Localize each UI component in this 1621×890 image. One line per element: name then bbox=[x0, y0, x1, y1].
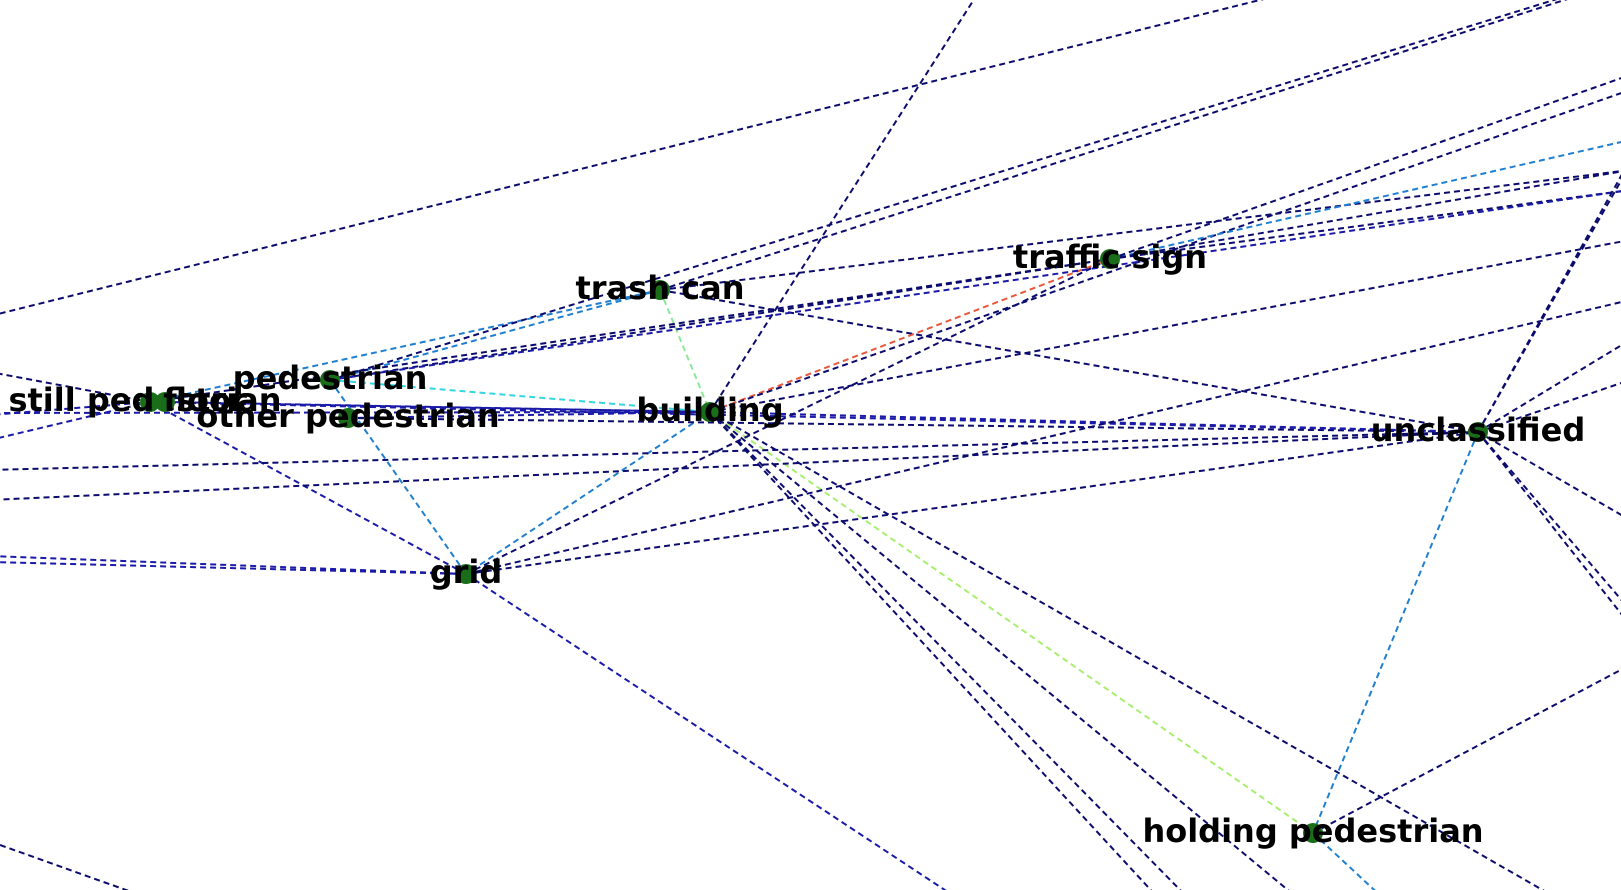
edge-grid-unclassified bbox=[465, 431, 1479, 575]
node-label: other pedestrian bbox=[196, 397, 499, 435]
node-label: unclassified bbox=[1371, 411, 1585, 449]
node-label: holding pedestrian bbox=[1142, 812, 1483, 850]
edge-still-pedestrian-offscreen bbox=[0, 372, 151, 403]
node-traffic-sign[interactable]: traffic sign bbox=[1013, 238, 1207, 276]
node-marker bbox=[320, 370, 340, 390]
node-label: floor bbox=[163, 381, 247, 419]
edge-building-offscreen bbox=[709, 411, 1182, 890]
edge-unclassified-offscreen bbox=[0, 431, 1479, 501]
node-marker bbox=[155, 392, 175, 412]
edge-building-offscreen bbox=[709, 240, 1621, 413]
edge-pedestrian-offscreen bbox=[329, 0, 1558, 381]
edge-other-pedestrian-unclassified bbox=[347, 417, 1479, 433]
edge-trash-can-offscreen bbox=[659, 170, 1621, 291]
node-marker bbox=[1468, 422, 1488, 442]
node-label: pedestrian bbox=[233, 359, 428, 397]
edge-offscreen bbox=[1477, 174, 1621, 433]
node-marker bbox=[1303, 823, 1323, 843]
node-marker bbox=[140, 392, 160, 412]
edge-still-pedestrian-offscreen bbox=[0, 401, 151, 439]
edge-unclassified-offscreen bbox=[0, 431, 1479, 471]
node-label: traffic sign bbox=[1013, 238, 1207, 276]
edge-traffic-sign-building bbox=[709, 258, 1111, 413]
edge-building-grid bbox=[465, 411, 711, 575]
edge-grid-offscreen bbox=[0, 561, 467, 575]
node-floor[interactable]: floor bbox=[155, 381, 247, 419]
node-pedestrian[interactable]: pedestrian bbox=[233, 359, 428, 397]
node-unclassified[interactable]: unclassified bbox=[1371, 411, 1585, 449]
edge-holding-pedestrian-offscreen bbox=[1312, 668, 1621, 834]
edge-pedestrian-building bbox=[329, 379, 711, 413]
edge-traffic-sign-offscreen bbox=[1109, 190, 1621, 260]
node-other-pedestrian[interactable]: other pedestrian bbox=[196, 397, 499, 435]
edge-trash-can-offscreen bbox=[659, 0, 1568, 291]
node-marker bbox=[1100, 249, 1120, 269]
node-holding-pedestrian[interactable]: holding pedestrian bbox=[1142, 812, 1483, 850]
edge-unclassified-offscreen bbox=[1477, 431, 1621, 616]
node-grid[interactable]: grid bbox=[430, 553, 503, 591]
edge-offscreen bbox=[0, 844, 129, 890]
edge-traffic-sign-offscreen bbox=[1109, 170, 1621, 260]
edge-building-offscreen bbox=[709, 411, 1545, 890]
edge-building-holding-pedestrian bbox=[709, 411, 1314, 834]
node-marker bbox=[650, 280, 670, 300]
node-marker bbox=[700, 402, 720, 422]
edge-building-offscreen bbox=[709, 0, 975, 413]
node-label: trash can bbox=[576, 269, 745, 307]
edge-still-pedestrian-unclassified bbox=[149, 401, 1479, 433]
edge-holding-pedestrian-offscreen bbox=[1312, 832, 1376, 890]
edge-traffic-sign-offscreen bbox=[1109, 141, 1621, 260]
edge-trash-can-building bbox=[659, 289, 711, 413]
node-marker bbox=[338, 408, 358, 428]
node-label: grid bbox=[430, 553, 503, 591]
edge-grid-offscreen bbox=[0, 555, 467, 575]
node-label: still pedestrian bbox=[8, 381, 281, 419]
edge-pedestrian-offscreen bbox=[329, 190, 1621, 381]
edge-building-offscreen bbox=[709, 411, 1290, 890]
edge-unclassified-holding-pedestrian bbox=[1312, 431, 1479, 834]
edge-building-offscreen bbox=[709, 411, 1153, 890]
edge-traffic-sign-offscreen bbox=[1109, 77, 1621, 260]
edge-offscreen bbox=[0, 0, 1265, 315]
node-trash-can[interactable]: trash can bbox=[576, 269, 745, 307]
edge-unclassified-offscreen bbox=[1477, 431, 1621, 602]
edge-unclassified-offscreen bbox=[1477, 382, 1621, 433]
edge-grid-offscreen bbox=[465, 573, 947, 890]
edge-traffic-sign-still-pedestrian bbox=[149, 258, 1111, 403]
node-marker bbox=[456, 564, 476, 584]
node-building[interactable]: building bbox=[636, 391, 783, 429]
edge-trash-can-pedestrian bbox=[329, 289, 661, 381]
edge-trash-can-unclassified bbox=[659, 289, 1479, 433]
edge-building-offscreen bbox=[709, 92, 1621, 413]
node-label: building bbox=[636, 391, 783, 429]
node-layer: trash can traffic sign pedestrian building u… bbox=[8, 238, 1585, 850]
node-still-pedestrian[interactable]: still pedestrian bbox=[8, 381, 281, 419]
edge-trash-can-still-pedestrian bbox=[149, 289, 661, 403]
